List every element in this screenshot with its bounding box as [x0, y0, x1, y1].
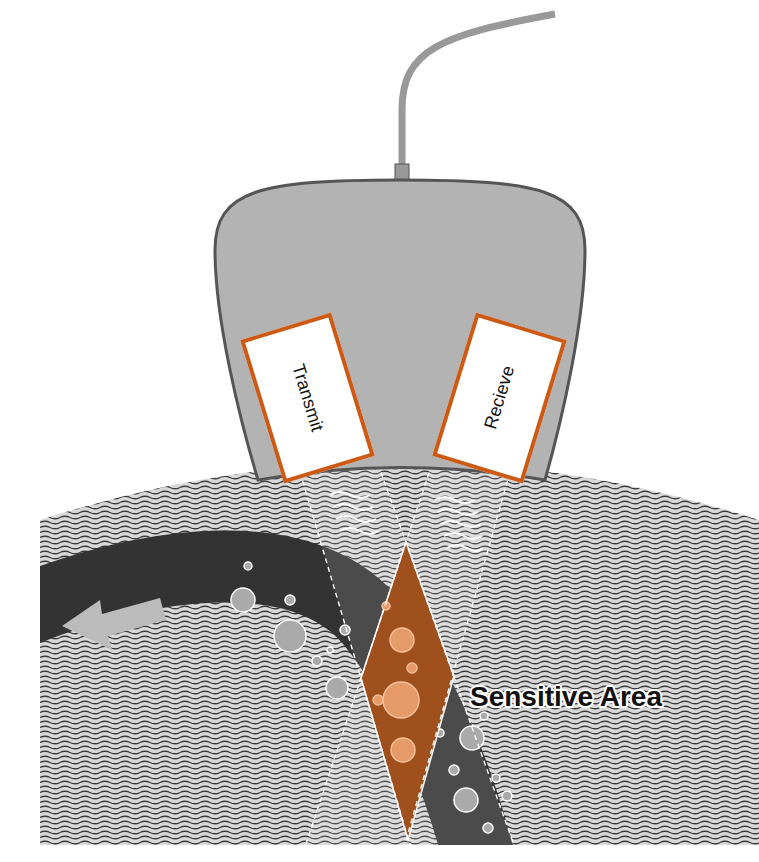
beam-edges	[300, 464, 520, 862]
flow-arrow	[62, 598, 166, 650]
receive-beam	[300, 464, 510, 862]
transmit-beam	[300, 464, 520, 862]
area-label: Sensitive Area	[470, 681, 662, 713]
sound-waves	[330, 492, 483, 551]
tissue	[40, 462, 759, 845]
element-label: Recieve	[479, 364, 518, 432]
sensitive-area-diamond	[361, 542, 454, 840]
sensed-bubbles	[373, 602, 419, 762]
element-label: Transmit	[287, 362, 327, 434]
probe-cable	[402, 14, 555, 170]
